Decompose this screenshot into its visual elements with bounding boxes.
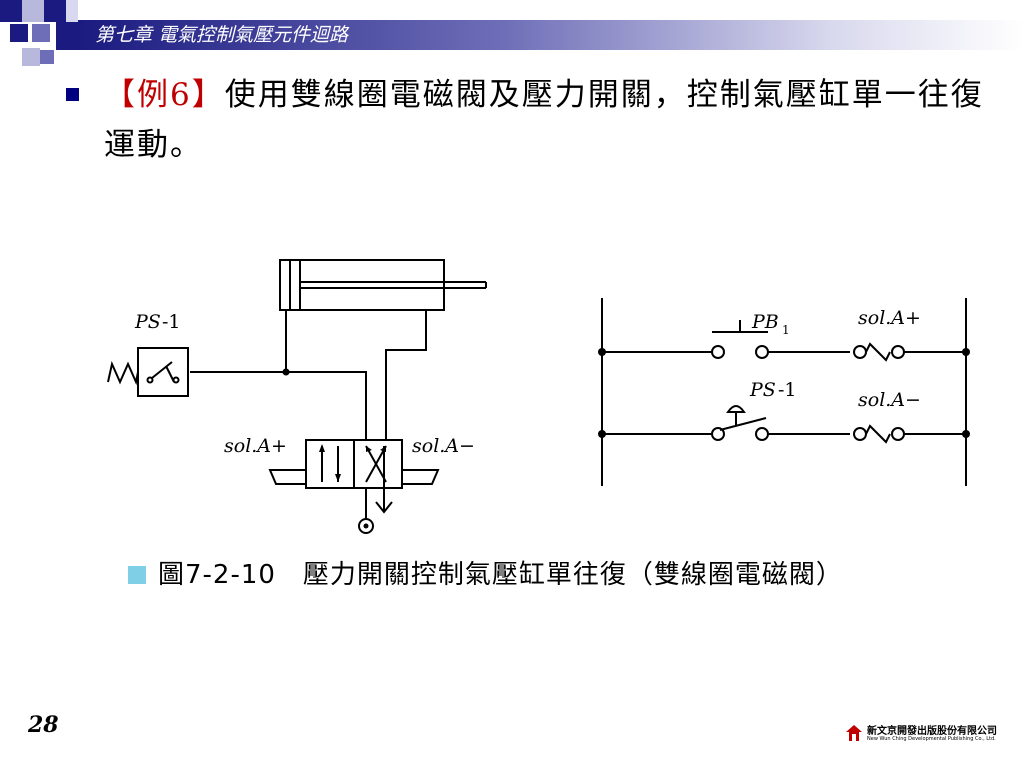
chapter-title: 第七章 電氣控制氣壓元件迴路 bbox=[95, 24, 349, 46]
figure-caption: 圖7-2-10 壓力開關控制氣壓缸單往復（雙線圈電磁閥） bbox=[158, 560, 843, 590]
example-tag: 【例6】 bbox=[104, 77, 225, 113]
sol-a-plus-pneumatic: sol.A+ bbox=[224, 435, 287, 457]
sol-a-plus-ladder: sol.A+ bbox=[858, 307, 921, 329]
diagram-svg: PS -1 sol.A+ sol.A− bbox=[107, 259, 970, 534]
sol-a-minus-ladder: sol.A− bbox=[858, 389, 921, 411]
pressure-switch bbox=[137, 347, 189, 397]
ps1-pneumatic-suffix: -1 bbox=[162, 311, 181, 333]
publisher-icon bbox=[846, 725, 862, 741]
example-text: 使用雙線圈電磁閥及壓力開關，控制氣壓缸單一往復運動。 bbox=[104, 77, 984, 163]
cylinder-body bbox=[279, 259, 445, 311]
publisher-logo: 新文京開發出版股份有限公司 New Wun Ching Developmenta… bbox=[845, 722, 997, 748]
circuit-diagram: PS -1 sol.A+ sol.A− bbox=[90, 240, 990, 554]
ps1-pneumatic-label: PS bbox=[134, 311, 161, 333]
publisher-name-en: New Wun Ching Developmental Publishing C… bbox=[867, 736, 996, 742]
example-heading: 【例6】使用雙線圈電磁閥及壓力開關，控制氣壓缸單一往復運動。 bbox=[104, 70, 984, 170]
ladder-diagram bbox=[601, 298, 967, 486]
slide-header: 第七章 電氣控制氣壓元件迴路 bbox=[0, 0, 1024, 66]
pneumatic-circuit bbox=[107, 259, 487, 534]
sol-a-minus-pneumatic: sol.A− bbox=[412, 435, 475, 457]
pb1-label: PB bbox=[751, 311, 779, 333]
header-bar bbox=[78, 20, 1024, 50]
header-decoration bbox=[0, 0, 100, 72]
publisher-name: 新文京開發出版股份有限公司 bbox=[867, 726, 997, 737]
bullet-square bbox=[66, 88, 79, 101]
ps1-ladder-suffix: -1 bbox=[778, 379, 797, 401]
pb1-subscript: 1 bbox=[782, 323, 790, 337]
caption-square bbox=[128, 566, 146, 584]
page-number: 28 bbox=[28, 712, 59, 738]
ps1-ladder-label: PS bbox=[749, 379, 776, 401]
